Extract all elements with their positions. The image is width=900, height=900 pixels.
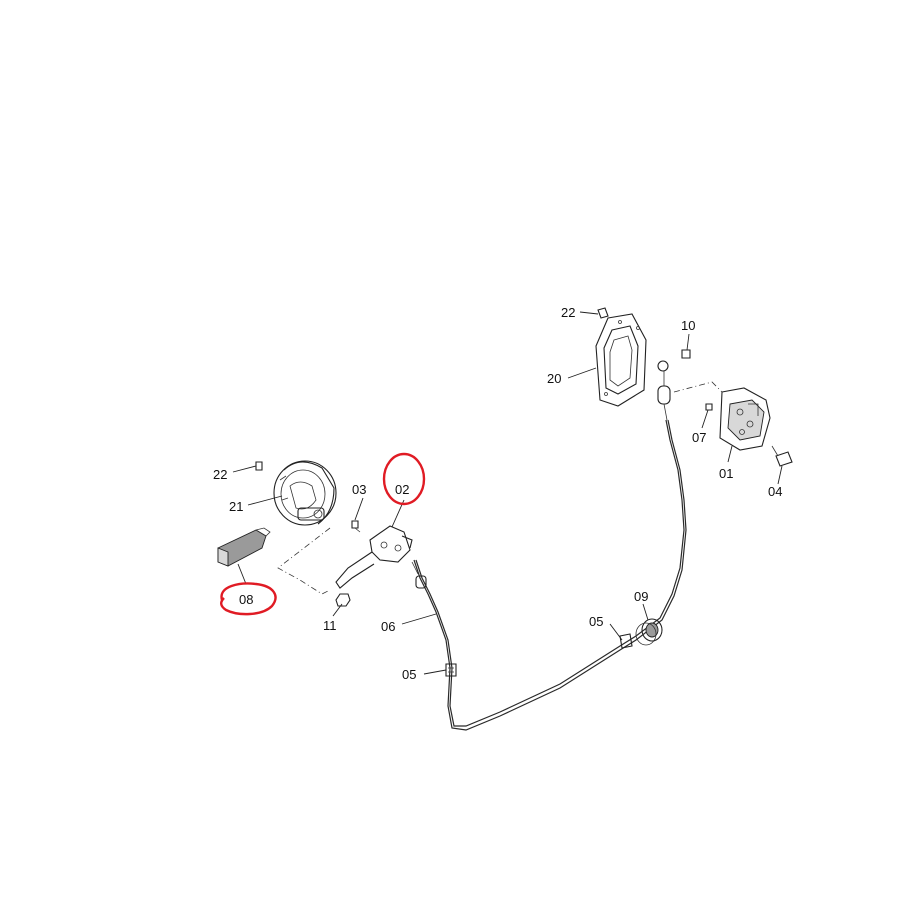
label-04: 04 (768, 484, 782, 499)
highlight-circle-02 (382, 452, 426, 506)
label-02: 02 (395, 482, 409, 497)
label-08: 08 (239, 592, 253, 607)
bolt-04 (771, 445, 793, 467)
label-05-right: 05 (589, 614, 603, 629)
label-22-top: 22 (561, 305, 575, 320)
assembly-line-left (277, 527, 331, 595)
label-20: 20 (547, 371, 561, 386)
clip-05-right (619, 633, 633, 649)
label-22-left: 22 (213, 467, 227, 482)
release-cable-06 (413, 419, 687, 731)
assembly-line-right (673, 381, 723, 393)
screw-10 (681, 349, 691, 359)
screw-03 (351, 520, 361, 533)
latch-01 (719, 387, 771, 451)
label-11: 11 (323, 618, 337, 633)
label-10: 10 (681, 318, 695, 333)
screw-07 (705, 403, 713, 411)
cable-head-upper (657, 360, 671, 421)
fuel-door-housing (273, 460, 337, 526)
release-lever-02 (335, 525, 413, 589)
grommet-09 (635, 618, 663, 646)
release-bucket-20 (595, 313, 647, 407)
screw-22-left (255, 461, 263, 471)
cable-end-fitting-lower (411, 561, 427, 589)
label-05-left: 05 (402, 667, 416, 682)
label-03: 03 (352, 482, 366, 497)
highlight-circle-08 (220, 582, 277, 616)
clip-05-left (445, 663, 457, 677)
screw-22-top (597, 307, 609, 319)
leader-lines (232, 311, 783, 675)
handle-08 (217, 527, 271, 567)
label-06: 06 (381, 619, 395, 634)
label-01: 01 (719, 466, 733, 481)
label-09: 09 (634, 589, 648, 604)
label-21: 21 (229, 499, 243, 514)
label-07: 07 (692, 430, 706, 445)
nut-11 (335, 593, 351, 607)
